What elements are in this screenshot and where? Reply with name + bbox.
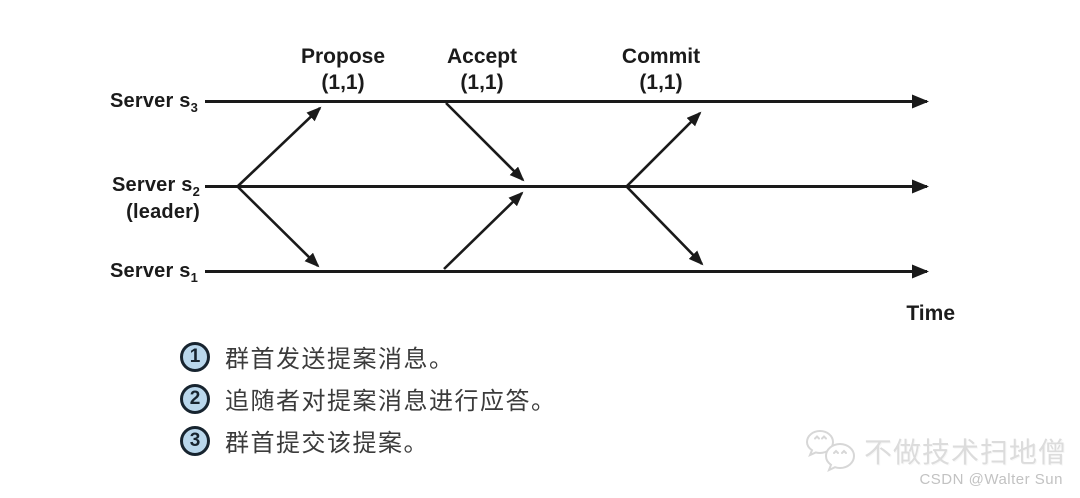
phase-commit-label: Commit (1,1) <box>621 45 701 94</box>
annotation-row-3: 3 群首提交该提案。 <box>180 423 429 458</box>
message-flow-diagram <box>205 94 929 279</box>
arrow-accept-from-s3 <box>445 102 525 182</box>
server-s3-label: Server s3 <box>110 90 198 115</box>
watermark-brand-text: 不做技术扫地僧 <box>864 437 1068 468</box>
watermark-credit-text: CSDN @Walter Sun <box>919 471 1063 488</box>
annotation-row-1: 1 群首发送提案消息。 <box>180 339 455 374</box>
arrow-propose-to-s1 <box>237 186 320 268</box>
server-s2-label: Server s2 (leader) <box>112 174 200 223</box>
phase-propose-label: Propose (1,1) <box>300 45 386 94</box>
arrow-accept-from-s1 <box>443 191 524 270</box>
step-2-badge: 2 <box>180 383 210 414</box>
phase-accept-label: Accept (1,1) <box>446 45 518 94</box>
leader-role-label: (leader) <box>126 201 200 223</box>
server-s1-label: Server s1 <box>110 260 198 285</box>
annotation-row-2: 2 追随者对提案消息进行应答。 <box>180 381 557 416</box>
arrow-commit-to-s3 <box>626 111 702 187</box>
step-1-badge: 1 <box>180 341 210 372</box>
wechat-chat-bubbles-icon <box>805 429 856 472</box>
step-3-badge: 3 <box>180 425 210 456</box>
step-2-text: 追随者对提案消息进行应答。 <box>225 388 557 415</box>
arrow-commit-to-s1 <box>626 186 704 266</box>
step-1-text: 群首发送提案消息。 <box>225 346 455 373</box>
step-3-text: 群首提交该提案。 <box>225 430 429 457</box>
time-axis-label: Time <box>906 302 955 325</box>
arrow-propose-to-s3 <box>237 106 322 187</box>
